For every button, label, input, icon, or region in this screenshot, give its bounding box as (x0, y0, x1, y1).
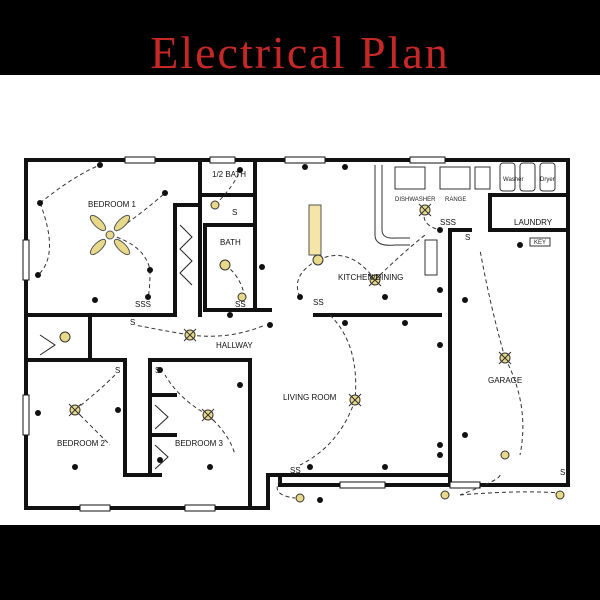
closet-light (59, 331, 71, 343)
ceiling-fan-icon (89, 214, 131, 256)
washer-label: Washer (503, 177, 523, 183)
outlets (35, 162, 523, 503)
switch-laundry: SSS (440, 218, 456, 227)
kitchen-island (308, 204, 322, 256)
dryer-label: Dryer (540, 177, 555, 183)
switch-entry: SS (290, 466, 301, 475)
switch-bath: SS (235, 300, 246, 309)
floor-plan: DISHWASHER RANGE Washer Dryer KEY (22, 156, 570, 512)
switch-bedroom1: SSS (135, 300, 151, 309)
garage-door-light-left (440, 490, 450, 500)
switch-half-bath: S (232, 208, 237, 217)
room-label-bedroom1: BEDROOM 1 (88, 200, 137, 209)
switch-bedroom3: S (155, 366, 160, 375)
ceiling-lights (59, 200, 565, 503)
range-label: RANGE (445, 197, 466, 203)
room-label-half-bath: 1/2 BATH (212, 170, 246, 179)
switch-bedroom2: S (115, 366, 120, 375)
page-title: Electrical Plan (150, 27, 450, 78)
room-label-bedroom3: BEDROOM 3 (175, 439, 224, 448)
dishwasher-label: DISHWASHER (395, 197, 436, 203)
room-label-laundry: LAUNDRY (514, 218, 553, 227)
island-light (312, 254, 324, 266)
garage-door-light-right (555, 490, 565, 500)
panel-label: KEY (534, 240, 546, 246)
windows (22, 156, 481, 512)
room-label-garage: GARAGE (488, 376, 522, 385)
garage-light-2 (500, 450, 510, 460)
half-bath-light (210, 200, 220, 210)
bath-light (219, 259, 231, 271)
room-label-living-room: LIVING ROOM (283, 393, 337, 402)
closet-doors (39, 224, 193, 470)
room-label-bath: BATH (220, 238, 241, 247)
walls (24, 158, 570, 510)
room-label-kitchen-dining: KITCHEN/DINING (338, 273, 403, 282)
wiring (37, 164, 561, 499)
kitchen-counters (374, 162, 556, 276)
switch-garage: S (465, 233, 470, 242)
bath-vanity-light (237, 292, 247, 302)
room-label-bedroom2: BEDROOM 2 (57, 439, 106, 448)
switch-hall: S (130, 318, 135, 327)
switch-kitchen: SS (313, 298, 324, 307)
entry-light-left (295, 493, 305, 503)
switch-garage-door: S (560, 468, 565, 477)
room-label-hallway: HALLWAY (216, 341, 253, 350)
